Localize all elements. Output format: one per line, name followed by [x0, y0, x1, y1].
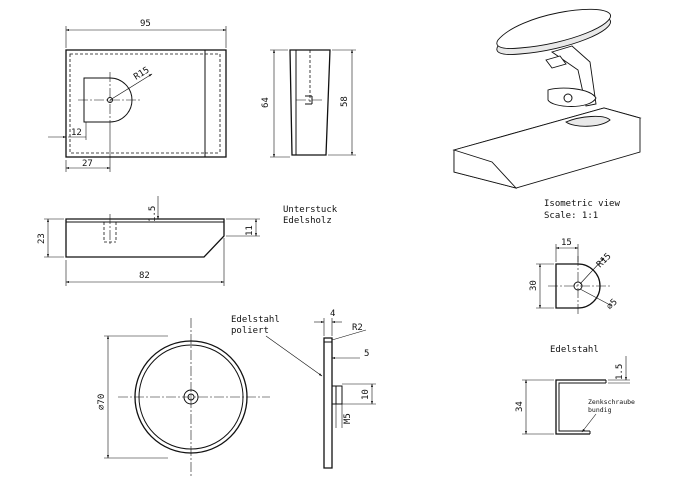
base-note-line1: Unterstuck [283, 205, 338, 215]
dim-r2: R2 [352, 323, 363, 333]
steel-note-line2: poliert [231, 326, 269, 336]
dim-95: 95 [140, 19, 151, 29]
dim-34: 34 [515, 401, 525, 412]
bracket-view: R15 ⌀5 15 30 [529, 238, 620, 316]
screw-note-line2: bundig [588, 406, 612, 414]
screw-note-line1: Zenkschraube [588, 398, 635, 406]
isometric-view: Isometric view Scale: 1:1 [452, 8, 642, 221]
dim-27: 27 [82, 159, 93, 169]
dim-58: 58 [340, 96, 350, 107]
dim-30: 30 [529, 280, 539, 291]
dim-4: 4 [330, 309, 335, 319]
clip-note: Edelstahl [550, 345, 599, 355]
dim-m5: M5 [343, 413, 353, 424]
dim-10: 10 [361, 389, 371, 400]
dim-1-5: 1.5 [148, 206, 158, 222]
base-top-view: R15 95 12 27 [48, 19, 227, 172]
dim-clip-1-5: 1.5 [615, 364, 625, 380]
dim-bracket-r15: R15 [595, 252, 614, 271]
disc-view: ⌀70 [97, 318, 270, 478]
dim-64: 64 [261, 97, 271, 108]
dim-bracket-dia5: ⌀5 [605, 297, 620, 312]
dim-23: 23 [37, 233, 47, 244]
base-front-view: 1.5 23 11 82 [37, 196, 260, 286]
dim-dia70: ⌀70 [97, 394, 107, 410]
dim-5: 5 [364, 349, 369, 359]
iso-scale: Scale: 1:1 [544, 211, 598, 221]
base-side-view: 64 58 [261, 49, 356, 158]
dim-82: 82 [139, 271, 150, 281]
base-note-line2: Edelsholz [283, 216, 332, 226]
dim-15: 15 [561, 238, 572, 248]
dim-11: 11 [245, 225, 255, 236]
clip-view: Edelstahl 1.5 34 Zenkschraube bundig [515, 345, 635, 435]
plate-side-view: Edelstahl poliert 4 R2 5 10 M5 [231, 309, 376, 469]
iso-title: Isometric view [544, 199, 620, 209]
dim-12: 12 [71, 128, 82, 138]
steel-note-line1: Edelstahl [231, 315, 280, 325]
